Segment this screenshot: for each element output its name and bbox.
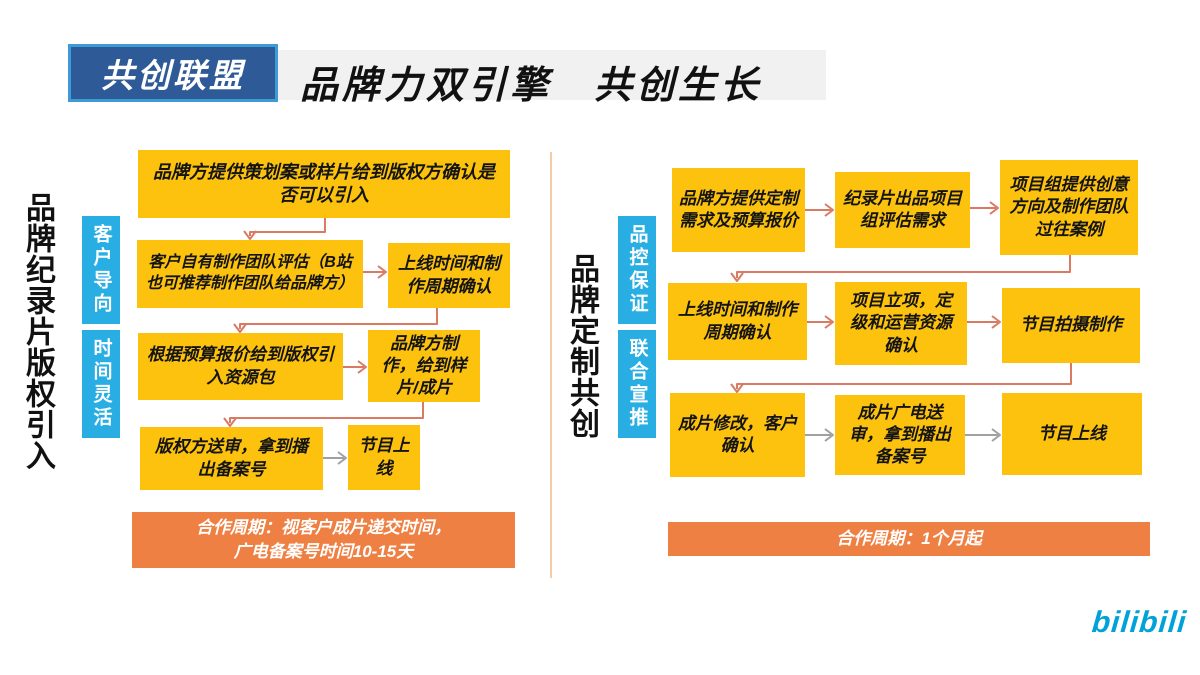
flow-step-r4: 上线时间和制作周期确认 <box>668 283 807 360</box>
left-tag-flexible-time: 时间灵活 <box>82 330 120 438</box>
flow-step-r2: 纪录片出品项目组评估需求 <box>835 172 970 248</box>
bilibili-logo: bilibili <box>1090 606 1189 639</box>
flow-step-r3: 项目组提供创意方向及制作团队过往案例 <box>1000 160 1138 255</box>
flow-step-l3: 上线时间和制作周期确认 <box>388 243 510 308</box>
flow-step-r9: 节目上线 <box>1002 393 1142 475</box>
flow-step-r7: 成片修改，客户确认 <box>670 393 805 477</box>
flow-step-l6: 版权方送审，拿到播出备案号 <box>140 427 323 490</box>
right-cooperation-period-bar: 合作周期：1个月起 <box>668 522 1150 556</box>
left-tag-customer-oriented: 客户导向 <box>82 216 120 324</box>
flow-step-l5: 品牌方制作，给到样片/成片 <box>368 330 480 402</box>
header-badge: 共创联盟 <box>68 44 278 102</box>
section-divider <box>550 152 552 578</box>
flow-step-l4: 根据预算报价给到版权引入资源包 <box>138 333 343 400</box>
flow-step-r5: 项目立项，定级和运营资源确认 <box>835 282 967 365</box>
right-tag-joint-promotion: 联合宣推 <box>618 330 656 438</box>
right-tag-quality-control: 品控保证 <box>618 216 656 324</box>
right-section-title: 品牌定制共创 <box>565 253 598 439</box>
left-cooperation-period-bar: 合作周期：视客户成片递交时间， 广电备案号时间10-15天 <box>132 512 515 568</box>
page-title: 品牌力双引擎 共创生长 <box>300 65 763 107</box>
flow-step-r1: 品牌方提供定制需求及预算报价 <box>672 168 805 252</box>
left-section-title: 品牌纪录片版权引入 <box>21 192 54 471</box>
flow-step-l1: 品牌方提供策划案或样片给到版权方确认是否可以引入 <box>138 150 510 218</box>
flow-step-l7: 节目上线 <box>348 425 420 490</box>
flow-step-r6: 节目拍摄制作 <box>1002 288 1140 363</box>
header-badge-label: 共创联盟 <box>101 57 245 94</box>
flow-step-l2: 客户自有制作团队评估（B站也可推荐制作团队给品牌方） <box>137 240 363 308</box>
flow-step-r8: 成片广电送审，拿到播出备案号 <box>835 395 965 475</box>
